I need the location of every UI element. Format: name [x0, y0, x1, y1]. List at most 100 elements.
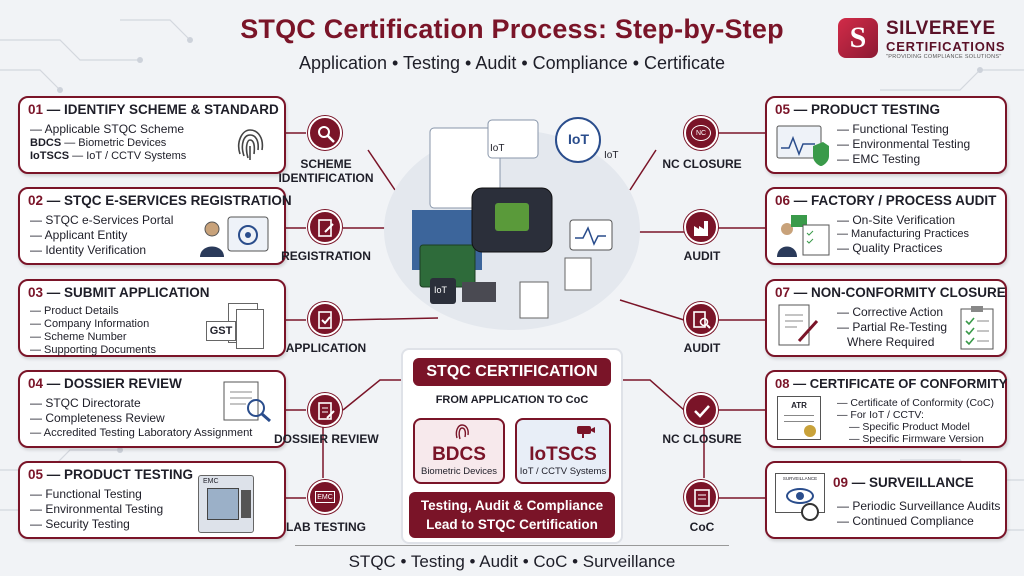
node-label-line: SCHEME	[300, 157, 352, 171]
step-card-07: 07 — NON-CONFORMITY CLOSURE — Corrective…	[765, 279, 1007, 357]
page-title: STQC Certification Process: Step-by-Step	[240, 14, 784, 44]
footer-divider	[295, 545, 729, 546]
eye-pupil	[796, 492, 804, 500]
iot-label: IoT	[490, 143, 505, 154]
step-title-text: SUBMIT APPLICATION	[64, 285, 210, 300]
nc-closure-node-2	[684, 393, 718, 427]
step-item: — Applicant Entity	[30, 228, 128, 242]
step-item: — Environmental Testing	[837, 137, 971, 151]
step-item: — Applicable STQC Scheme	[30, 122, 185, 136]
step-card-04: 04 — DOSSIER REVIEW — STQC Directorate —…	[18, 370, 286, 448]
cctv-camera-icon	[577, 426, 595, 438]
checkmark-icon	[694, 405, 710, 418]
node-label: DOSSIER REVIEW	[274, 432, 379, 446]
bdcs-label: BDCS	[432, 444, 486, 465]
bdcs-pill: BDCS Biometric Devices	[413, 418, 505, 484]
certificate-icon	[694, 489, 710, 507]
step-title: 04 — DOSSIER REVIEW	[28, 376, 182, 391]
step-item: — Supporting Documents	[30, 344, 156, 356]
step-title: 08 — CERTIFICATE OF CONFORMITY	[775, 376, 1008, 391]
coc-node	[684, 480, 718, 514]
chamber-window	[207, 488, 239, 520]
scheme-identification-node	[308, 116, 342, 150]
step-card-01: 01 — IDENTIFY SCHEME & STANDARD — Applic…	[18, 96, 286, 174]
certificate-line	[784, 421, 814, 422]
edit-document-icon	[318, 219, 334, 237]
step-number: 04	[28, 376, 44, 391]
scheme-code: IoTSCS	[30, 150, 70, 162]
step-number: 03	[28, 285, 44, 300]
registration-node	[308, 210, 342, 244]
fingerprint-icon	[237, 129, 264, 160]
chamber-panel	[241, 490, 251, 518]
step-title: 06 — FACTORY / PROCESS AUDIT	[775, 193, 997, 208]
step-item: — Completeness Review	[30, 411, 165, 425]
step-item: — Functional Testing	[837, 122, 949, 136]
dossier-review-node	[308, 393, 342, 427]
scheme-code: BDCS	[30, 137, 62, 149]
step-title-text: SURVEILLANCE	[869, 475, 974, 490]
checklist-icon	[960, 306, 994, 350]
iotscs-pill: IoTSCS IoT / CCTV Systems	[515, 418, 611, 484]
factory-icon	[694, 221, 708, 236]
fingerprint-icon	[455, 424, 469, 440]
center-bottom-banner: Testing, Audit & Compliance Lead to STQC…	[409, 492, 615, 538]
lab-testing-node: EMC	[308, 480, 342, 514]
person-screen-icon	[200, 216, 269, 257]
scheme-row: BDCS — Biometric Devices	[30, 137, 186, 150]
surveillance-icon: SURVEILLANCE	[775, 473, 827, 529]
audit-meeting-icon	[777, 215, 830, 257]
logo-name: SILVEREYE	[886, 18, 996, 39]
step-title: 03 — SUBMIT APPLICATION	[28, 285, 210, 300]
iotscs-desc: IoT / CCTV Systems	[519, 466, 607, 477]
gst-label: GST	[206, 321, 236, 341]
document-review-icon	[223, 381, 271, 422]
scheme-desc: — Biometric Devices	[61, 137, 167, 149]
step-title: 01 — IDENTIFY SCHEME & STANDARD	[28, 102, 279, 117]
gst-documents-icon: GST	[206, 303, 266, 351]
iot-label: IoT	[568, 131, 589, 147]
center-subtitle: FROM APPLICATION TO CoC	[435, 394, 589, 406]
document-sheet	[236, 309, 264, 349]
step-item: — Continued Compliance	[837, 514, 974, 528]
footer-text: STQC • Testing • Audit • CoC • Surveilla…	[348, 552, 676, 571]
node-label: AUDIT	[683, 249, 721, 263]
step-item: — STQC Directorate	[30, 396, 141, 410]
step-item: — Specific Product Model	[849, 421, 970, 433]
step-number: 05	[28, 467, 44, 482]
atr-label: ATR	[791, 401, 807, 410]
step-card-03: 03 — SUBMIT APPLICATION — Product Detail…	[18, 279, 286, 357]
step-card-06: 06 — FACTORY / PROCESS AUDIT — On-Site V…	[765, 187, 1007, 265]
document-pen-icon	[318, 402, 335, 420]
step-card-09: 09 — SURVEILLANCE — Periodic Surveillanc…	[765, 461, 1007, 539]
monitor-shield-icon	[776, 125, 829, 166]
step-item: — Scheme Number	[30, 331, 127, 343]
node-label: AUDIT	[683, 341, 721, 355]
step-title: 09 — SURVEILLANCE	[833, 475, 974, 490]
step-number: 07	[775, 285, 791, 300]
emc-label: EMC	[203, 478, 219, 485]
certificate-line	[784, 415, 814, 416]
step-card-05-left: 05 — PRODUCT TESTING — Functional Testin…	[18, 461, 286, 539]
step-card-08: 08 — CERTIFICATE OF CONFORMITY — Certifi…	[765, 370, 1007, 448]
company-logo: S SILVEREYE CERTIFICATIONS "PROVIDING CO…	[838, 16, 1018, 64]
step-card-05-right: 05 — PRODUCT TESTING — Functional Testin…	[765, 96, 1007, 174]
eye-icon	[786, 488, 814, 504]
magnifier-icon	[318, 126, 335, 143]
iot-label: IoT	[434, 285, 448, 295]
nc-closure-node: NC	[684, 116, 718, 150]
step-title-text: CERTIFICATE OF CONFORMITY	[809, 376, 1008, 391]
logo-subtitle: CERTIFICATIONS	[886, 39, 1006, 54]
node-label: CoC	[689, 520, 715, 534]
bdcs-desc: Biometric Devices	[420, 466, 498, 477]
logo-tagline: "PROVIDING COMPLIANCE SOLUTIONS"	[886, 54, 1002, 60]
node-label: NC CLOSURE	[662, 432, 742, 446]
iotscs-label: IoTSCS	[529, 444, 597, 465]
step-title: 02 — STQC E-SERVICES REGISTRATION	[28, 193, 292, 208]
step-item: — Corrective Action	[837, 305, 944, 319]
step-item: — Quality Practices	[837, 241, 943, 255]
surveillance-label: SURVEILLANCE	[782, 476, 818, 481]
step-item: — Environmental Testing	[30, 502, 164, 516]
step-item: — For IoT / CCTV:	[837, 409, 924, 421]
step-title-text: STQC E-SERVICES REGISTRATION	[64, 193, 292, 208]
